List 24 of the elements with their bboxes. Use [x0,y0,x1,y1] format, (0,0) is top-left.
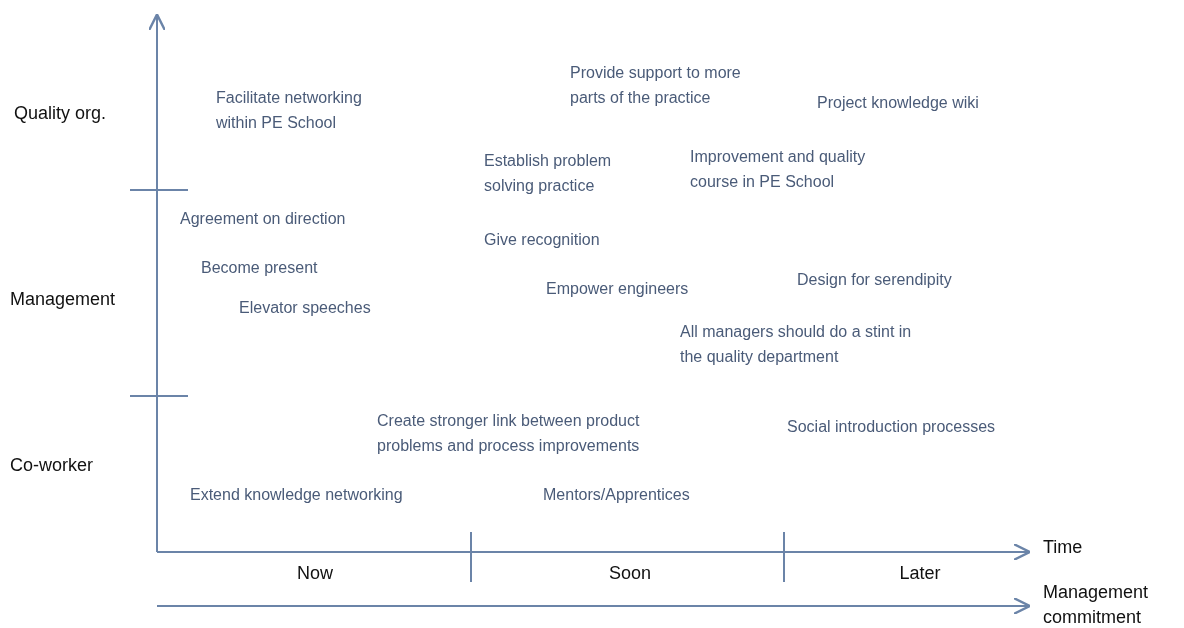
column-label: Now [296,562,334,585]
chart-text: Establish problem solving practice [484,151,613,196]
chart-text: Become present [201,258,318,278]
chart-text: Design for serendipity [797,270,952,290]
axis-label: Co-worker [10,454,93,477]
column-label: Later [898,562,942,585]
axis-label: Quality org. [14,102,107,125]
axis-label: Time [1043,536,1083,559]
column-label: Soon [607,562,652,585]
chart-text: Create stronger link between product problems and process improvements [377,411,641,456]
chart-text: Mentors/Apprentices [543,485,690,505]
chart-text: Project knowledge wiki [817,93,979,113]
chart-text: Facilitate networking within PE School [216,88,363,133]
chart-text: All managers should do a stint in the quality department [680,322,913,367]
chart-text: Social introduction processes [787,417,996,437]
chart-text: Extend knowledge networking [190,485,403,505]
chart-text: Agreement on direction [180,209,346,229]
chart-text: Elevator speeches [239,298,371,318]
chart-text: Empower engineers [546,279,689,299]
chart-text: Provide support to more parts of the practice [570,63,742,108]
chart-text: Give recognition [484,230,600,250]
chart-text: Improvement and quality course in PE School [690,147,867,192]
axis-label: Management commitment [1043,581,1150,628]
axis-label: Management [10,288,116,311]
